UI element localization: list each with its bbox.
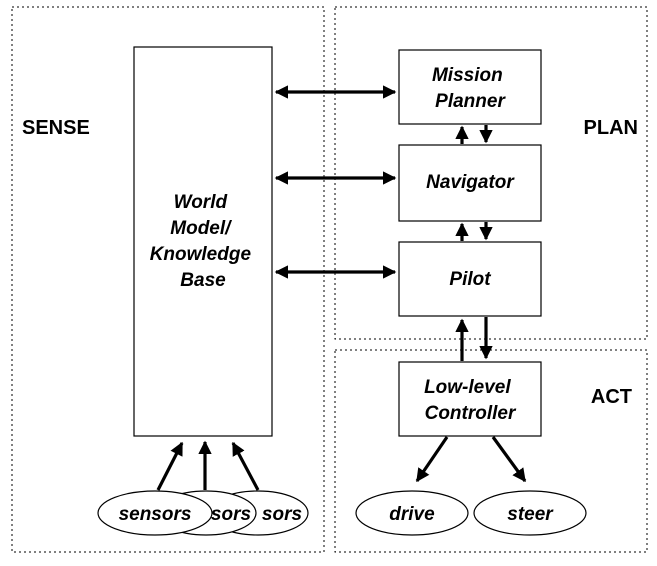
world-model-label: World Model/ Knowledge Base [150,192,257,291]
sense-label: SENSE [22,117,90,139]
sensor-ellipse-1 [97,490,213,536]
mission-planner-label: Mission Planner [432,65,508,112]
world-model-box [133,46,273,437]
steer-label: steer [507,504,554,525]
mission-planner-box [398,49,542,125]
drive-ellipse [355,490,469,536]
sensor-arrow-right [231,441,260,491]
sensor-label-3: sors [262,504,302,525]
drive-label: drive [389,504,435,525]
controller-label: Low-level Controller [424,377,517,424]
sensor-label-2: sors [211,504,251,525]
steer-ellipse [473,490,587,536]
navigator-label: Navigator [426,172,515,193]
controller-to-drive-arrow [415,436,449,483]
plan-label: PLAN [584,117,638,139]
sensor-arrow-left [156,441,184,491]
pilot-label: Pilot [449,269,491,290]
sensor-label-1: sensors [119,504,192,525]
sense-region [11,6,325,553]
act-label: ACT [591,386,632,408]
pilot-box [398,241,542,317]
controller-to-steer-arrow [491,436,527,483]
navigator-box [398,144,542,222]
controller-box [398,361,542,437]
